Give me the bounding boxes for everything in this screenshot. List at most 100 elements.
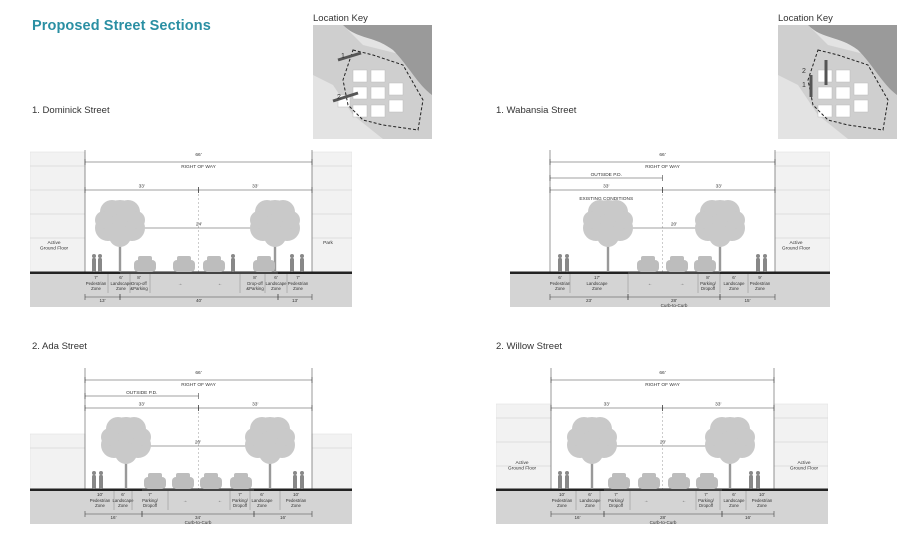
tree-icon [567, 417, 617, 464]
section-title-willow: 2. Willow Street [496, 341, 562, 352]
page-title: Proposed Street Sections [32, 18, 211, 34]
tree-icon [101, 417, 151, 464]
zone-label: Parking/Dropoff [700, 281, 717, 291]
row-label: RIGHT OF WAY [645, 164, 680, 170]
dim-left-half-label: 33' [603, 184, 609, 190]
person-body [300, 475, 304, 489]
person-icon [300, 471, 304, 475]
tree-trunk [268, 459, 272, 489]
dim-curb-label: 40' [196, 298, 202, 303]
map-label-1: 1 [802, 82, 806, 89]
car-roof [612, 473, 626, 479]
building-right [774, 151, 830, 274]
person-body [300, 258, 304, 272]
zone-label: Parking/Dropoff [608, 498, 625, 508]
car-roof [642, 473, 656, 479]
dim-right-walk-label: 16' [280, 515, 286, 520]
person-icon [763, 254, 767, 258]
zone-width: 7' [238, 492, 242, 497]
row-label: RIGHT OF WAY [181, 382, 216, 388]
tree-icon [250, 200, 300, 247]
dim-left-half-label: 33' [139, 402, 145, 408]
zone-width: 10' [293, 492, 299, 497]
person-body [558, 258, 562, 272]
section-title-ada: 2. Ada Street [32, 341, 87, 352]
car-icon [694, 260, 716, 272]
dim-right-walk-label: 15' [745, 298, 751, 303]
car-icon [668, 477, 690, 489]
location-key-label: Location Key [313, 13, 368, 24]
person-icon [92, 254, 96, 258]
dim-total: 66' [195, 152, 201, 158]
zone-label: → [644, 498, 648, 503]
person-icon [231, 254, 235, 258]
curb-to-curb-label: Curb-to-Curb [650, 520, 677, 525]
person-icon [558, 254, 562, 258]
building-right [311, 151, 352, 274]
person-icon [99, 471, 103, 475]
person-body [565, 258, 569, 272]
car-icon [144, 477, 166, 489]
car-roof [207, 256, 221, 262]
dim-center-label: 24' [196, 222, 202, 228]
car-roof [700, 473, 714, 479]
dim-right-walk-label: 13' [292, 298, 298, 303]
zone-width: 7' [94, 275, 98, 280]
ground [30, 273, 352, 307]
building-right [311, 433, 352, 491]
person-body [98, 258, 102, 272]
person-body [756, 258, 760, 272]
zone-width: 6' [274, 275, 278, 280]
zone-width: 10' [559, 492, 565, 497]
zone-label: ← [218, 498, 222, 503]
map-label-1: 1 [341, 53, 345, 60]
person-icon [300, 254, 304, 258]
section-title-dominick: 1. Dominick Street [32, 105, 110, 116]
person-icon [92, 471, 96, 475]
dim-right-walk-label: 16' [745, 515, 751, 520]
dim-curb-label: 34' [195, 515, 201, 520]
tree-trunk [124, 459, 128, 489]
car-icon [608, 477, 630, 489]
person-icon [98, 254, 102, 258]
street-surface [604, 489, 722, 491]
zone-width: 6' [732, 275, 736, 280]
existing-conditions-label: EXISTING CONDITIONS [579, 196, 633, 202]
zone-label: Parking/Dropoff [698, 498, 715, 508]
tree-icon [695, 200, 745, 247]
zone-width: 10' [97, 492, 103, 497]
location-key-map-right: 1 2 [778, 25, 897, 139]
person-body [92, 475, 96, 489]
zone-label: ← [218, 281, 222, 286]
outside-pd-label: OUTSIDE P.D. [126, 390, 157, 396]
car-icon [230, 477, 252, 489]
street-surface [628, 272, 720, 274]
outside-pd-label: OUTSIDE P.D. [591, 172, 622, 178]
side-label-right: Park [323, 240, 333, 246]
car-icon [200, 477, 222, 489]
zone-label: Parking/Dropoff [142, 498, 159, 508]
zone-width: 8' [706, 275, 710, 280]
dim-total: 66' [195, 370, 201, 376]
zone-width: 8' [137, 275, 141, 280]
car-roof [670, 256, 684, 262]
person-body [749, 475, 753, 489]
row-label: RIGHT OF WAY [181, 164, 216, 170]
person-body [92, 258, 96, 272]
tree-trunk [606, 242, 610, 272]
zone-label: Parking/Dropoff [232, 498, 249, 508]
building-left [30, 151, 86, 274]
